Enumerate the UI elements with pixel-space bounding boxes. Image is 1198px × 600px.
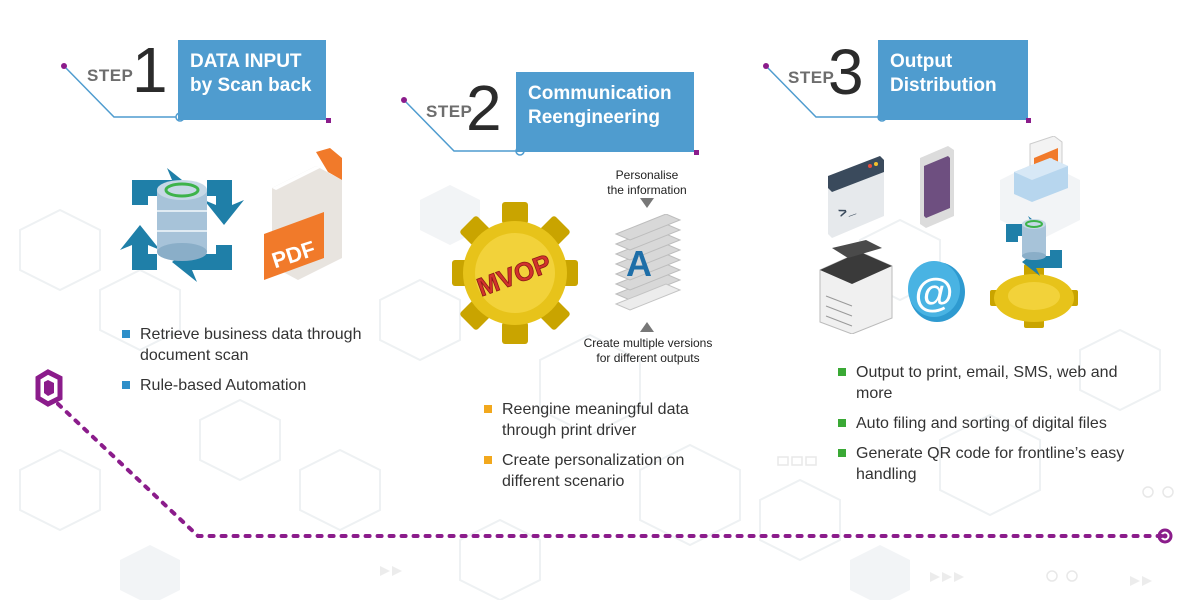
step-2-title-box: Communication Reengineering xyxy=(516,72,694,152)
bullet-text: Generate QR code for frontline’s easy ha… xyxy=(856,445,1125,483)
timeline-start-icon xyxy=(35,369,63,407)
terminal-window-icon: >_ xyxy=(828,156,884,238)
bullet-square-icon xyxy=(122,381,130,389)
step-3-title-line2: Distribution xyxy=(890,75,997,96)
mvop-gear-icon: MVOP xyxy=(452,202,578,344)
step-2-number: 2 xyxy=(466,72,502,144)
step-2-title-line2: Reengineering xyxy=(528,107,660,128)
step-3-corner-dot xyxy=(1026,118,1031,123)
step-1-bullet-1: Retrieve business data through document … xyxy=(122,324,382,366)
step-2-label: STEP xyxy=(426,102,473,121)
step-1-bullet-list: Retrieve business data through document … xyxy=(122,324,382,405)
bullet-square-icon xyxy=(484,405,492,413)
step-3-bullet-2: Auto filing and sorting of digital files xyxy=(838,413,1138,434)
personalise-line1: Personalise xyxy=(615,168,679,182)
bullet-square-icon xyxy=(838,449,846,457)
bullet-text: Output to print, email, SMS, web and mor… xyxy=(856,364,1118,402)
letter-a: A xyxy=(626,243,652,284)
step-1-title-line1: DATA INPUT xyxy=(190,51,302,72)
pdf-file-icon: PDF xyxy=(264,148,342,280)
step-3-number: 3 xyxy=(828,36,864,108)
step-2-title-line1: Communication xyxy=(528,83,672,104)
bullet-square-icon xyxy=(484,456,492,464)
smartphone-icon xyxy=(920,146,954,228)
step-3-label: STEP xyxy=(788,68,835,87)
database-gear-icon xyxy=(990,216,1078,328)
bullet-text: Retrieve business data through document … xyxy=(140,326,362,364)
step-1-number: 1 xyxy=(132,34,168,106)
step-3-title-box: Output Distribution xyxy=(878,40,1028,120)
step-3-bullet-1: Output to print, email, SMS, web and mor… xyxy=(838,362,1138,404)
step-2-bullet-1: Reengine meaningful data through print d… xyxy=(484,399,724,441)
printer-icon xyxy=(819,240,893,334)
bullet-text: Auto filing and sorting of digital files xyxy=(856,415,1107,432)
bullet-text: Create personalization on different scen… xyxy=(502,452,685,490)
step-1-bullet-2: Rule-based Automation xyxy=(122,375,382,396)
pdf-folder-icon: PDF xyxy=(1014,136,1068,202)
step-2-bullet-list: Reengine meaningful data through print d… xyxy=(484,399,724,501)
email-symbol: @ xyxy=(914,271,953,315)
step-1-label: STEP xyxy=(87,66,134,85)
step-3-bullet-3: Generate QR code for frontline’s easy ha… xyxy=(838,443,1138,485)
step-2-corner-dot xyxy=(694,150,699,155)
stacked-letter-a-icon: A xyxy=(614,214,682,311)
bullet-square-icon xyxy=(838,368,846,376)
versions-label: Create multiple versions for different o… xyxy=(574,336,722,366)
versions-line1: Create multiple versions xyxy=(583,336,713,350)
timeline-end-dot xyxy=(1157,528,1173,544)
bullet-text: Rule-based Automation xyxy=(140,377,307,394)
arrow-up-icon xyxy=(640,322,654,332)
step-1-title-box: DATA INPUT by Scan back xyxy=(178,40,326,120)
terminal-prompt: >_ xyxy=(836,200,857,221)
database-cycle-icon xyxy=(120,168,244,282)
step-1-corner-dot xyxy=(326,118,331,123)
bullet-text: Reengine meaningful data through print d… xyxy=(502,401,689,439)
bullet-square-icon xyxy=(838,419,846,427)
step-2-bullet-2: Create personalization on different scen… xyxy=(484,450,724,492)
bullet-square-icon xyxy=(122,330,130,338)
versions-line2: for different outputs xyxy=(596,351,700,365)
email-at-icon: @ xyxy=(908,261,965,322)
arrow-down-icon xyxy=(640,198,654,208)
step-3-title-line1: Output xyxy=(890,51,953,72)
step-3-bullet-list: Output to print, email, SMS, web and mor… xyxy=(838,362,1138,494)
step-1-title-line2: by Scan back xyxy=(190,75,312,96)
personalise-label: Personalise the information xyxy=(588,168,706,198)
personalise-line2: the information xyxy=(607,183,687,197)
